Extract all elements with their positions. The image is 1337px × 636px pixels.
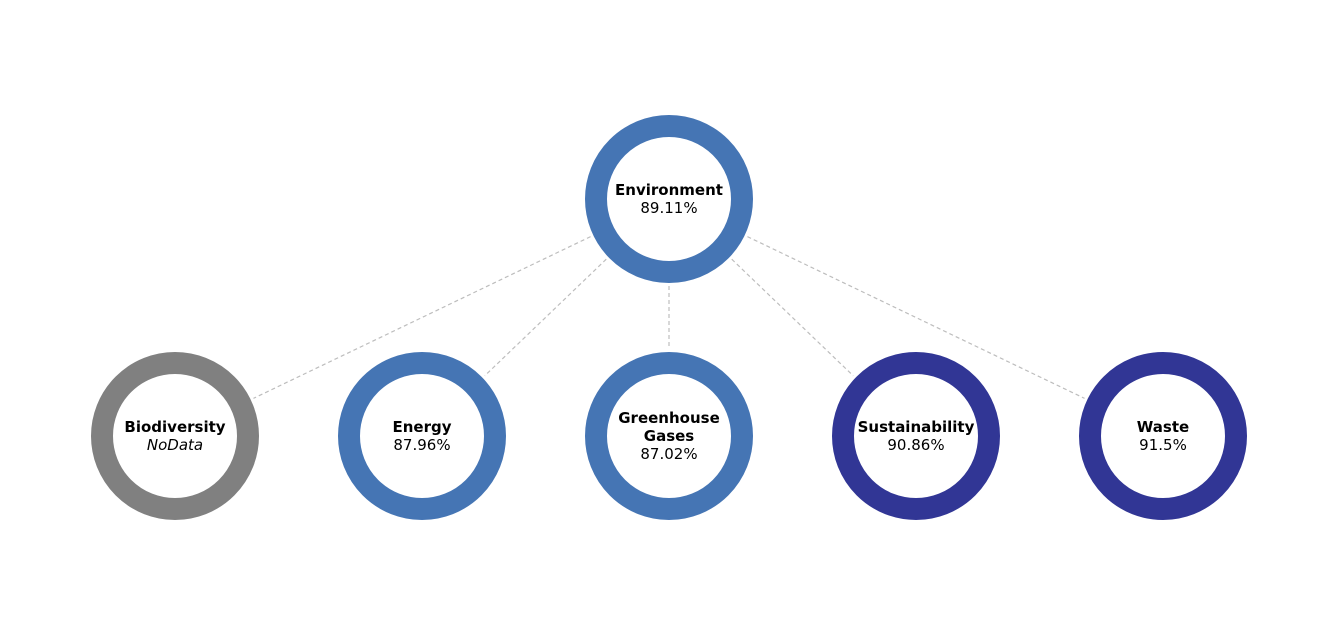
ring-greenhouse-gases xyxy=(585,352,753,520)
node-label-biodiversity: Biodiversity NoData xyxy=(110,418,240,454)
ring-environment xyxy=(585,115,753,283)
node-value-greenhouse-gases: 87.02% xyxy=(640,445,698,463)
rings xyxy=(91,115,1247,520)
node-label-sustainability: Sustainability 90.86% xyxy=(851,418,981,454)
node-name-biodiversity: Biodiversity xyxy=(124,418,226,436)
node-value-energy: 87.96% xyxy=(393,436,451,454)
ring-biodiversity xyxy=(91,352,259,520)
ring-sustainability xyxy=(832,352,1000,520)
edge-waste xyxy=(747,236,1085,399)
edges xyxy=(253,236,1085,399)
node-value-sustainability: 90.86% xyxy=(887,436,945,454)
node-name-energy: Energy xyxy=(392,418,452,436)
node-value-environment: 89.11% xyxy=(640,199,698,217)
node-name-sustainability: Sustainability xyxy=(857,418,975,436)
node-name-greenhouse-gases: Greenhouse Gases xyxy=(618,409,720,445)
ring-energy xyxy=(338,352,506,520)
edge-energy xyxy=(484,258,607,377)
node-value-waste: 91.5% xyxy=(1139,436,1187,454)
node-label-greenhouse-gases: Greenhouse Gases 87.02% xyxy=(609,409,729,463)
node-label-environment: Environment 89.11% xyxy=(604,181,734,217)
node-name-waste: Waste xyxy=(1136,418,1190,436)
node-label-waste: Waste 91.5% xyxy=(1098,418,1228,454)
edge-sustainability xyxy=(731,258,854,377)
edge-biodiversity xyxy=(253,236,591,399)
node-value-biodiversity: NoData xyxy=(146,436,204,454)
node-label-energy: Energy 87.96% xyxy=(357,418,487,454)
ring-waste xyxy=(1079,352,1247,520)
node-name-environment: Environment xyxy=(615,181,723,199)
